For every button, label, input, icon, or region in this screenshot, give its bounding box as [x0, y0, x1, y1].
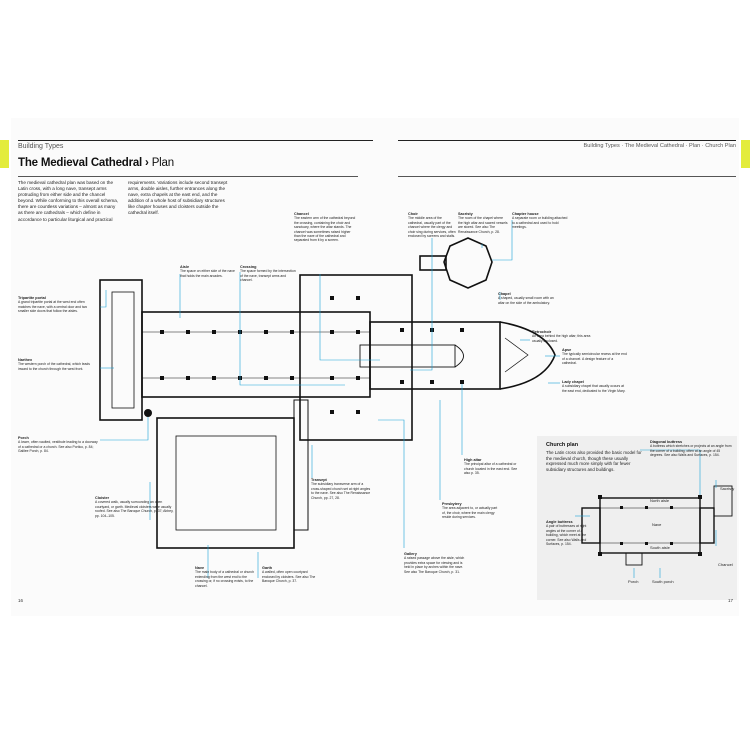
- annotation-text: A buttress which stretches or projects a…: [650, 444, 732, 458]
- annotation-text: A pair of buttresses at right angles at …: [546, 524, 587, 547]
- annotation-title: Tripartite portal: [18, 296, 46, 300]
- annotation-text: The main body of a cathedral or church e…: [195, 570, 254, 588]
- annotation-title: Diagonal buttress: [650, 440, 683, 444]
- annotation-text: A shaped, usually small room with an alt…: [498, 296, 554, 305]
- annotation-text: The eastern arm of the cathedral beyond …: [294, 216, 356, 243]
- annotation-title: Lady chapel: [562, 380, 584, 384]
- annotation-text: A subsidiary chapel that usually occurs …: [562, 384, 626, 393]
- inset-label-porch: Porch: [628, 579, 638, 584]
- annotation-title: Angle buttress: [546, 520, 573, 524]
- inset-label-north-aisle: North aisle: [650, 498, 670, 503]
- annotation-title: Crossing: [240, 265, 257, 269]
- annotation-title: Garth: [262, 566, 273, 570]
- annotation-text: A walled, often open courtyard enclosed …: [262, 570, 316, 584]
- annotation-text: A covered walk, usually surrounding an o…: [95, 500, 174, 518]
- header-rule-left: [18, 140, 373, 141]
- page-title-sub: Plan: [151, 157, 174, 169]
- annotation-title: High altar: [464, 458, 482, 462]
- annotation-text: A raised passage above the aisle, which …: [404, 556, 465, 574]
- annotation-title: Gallery: [404, 552, 417, 556]
- inset-label-chancel: Chancel: [718, 562, 733, 567]
- annotation-text: The western porch of the cathedral, whic…: [18, 362, 90, 371]
- annotation-text: The principal altar of a cathedral or ch…: [464, 462, 518, 476]
- annotation-text: A lower, often vaulted, vestibule leadin…: [18, 440, 98, 454]
- running-head-left: Building Types: [18, 143, 64, 150]
- title-rule-left: [18, 176, 358, 177]
- annotation-text: The room of the chapel where the high al…: [458, 216, 508, 234]
- annotation-title: Transept: [311, 478, 327, 482]
- inset-title: Church plan: [546, 442, 579, 448]
- church-plan-inset-drawing: North aisle Nave South aisle Chancel Sac…: [537, 436, 737, 600]
- annotation-text: The middle area of the cathedral, usuall…: [408, 216, 456, 239]
- annotation-title: Narthex: [18, 358, 33, 362]
- folio-right: 17: [728, 598, 734, 603]
- annotation-text: The space formed by the intersection of …: [240, 269, 296, 283]
- page-title: The Medieval Cathedral › Plan: [18, 157, 174, 169]
- annotation-title: Aisle: [180, 265, 190, 269]
- inset-label-nave: Nave: [652, 522, 662, 527]
- inset-label-south-aisle: South aisle: [650, 545, 671, 550]
- accent-tab-left: [0, 140, 9, 168]
- annotation-title: Chancel: [294, 212, 309, 216]
- page-title-separator: ›: [142, 157, 152, 169]
- plan-piers: [144, 296, 464, 417]
- annotation-title: Chapel: [498, 292, 511, 296]
- annotation-title: Retrochoir: [532, 330, 552, 334]
- annotation-text: The space on either side of the nave tha…: [180, 269, 235, 278]
- intro-column-2: requirements. Variations include second …: [128, 180, 228, 216]
- inset-label-sacristy: Sacristy: [720, 486, 734, 491]
- annotation-title: Apse: [562, 348, 572, 352]
- annotation-text: The subsidiary transverse arm of a cross…: [311, 482, 371, 500]
- annotation-title: Cloister: [95, 496, 110, 500]
- annotation-text: The typically semicircular recess at the…: [562, 352, 627, 366]
- intro-column-1: The medieval cathedral plan was based on…: [18, 180, 119, 222]
- annotation-text: A grand tripartite portal at the west en…: [18, 300, 88, 314]
- running-head-right: Building Types · The Medieval Cathedral …: [583, 143, 736, 149]
- plan-walls: [99, 237, 556, 549]
- annotation-title: Porch: [18, 436, 29, 440]
- inset-label-south-porch: South porch: [652, 579, 674, 584]
- folio-left: 16: [18, 598, 24, 603]
- title-rule-right: [398, 176, 736, 177]
- annotation-title: Nave: [195, 566, 205, 570]
- inset-description: The Latin cross also provided the basic …: [546, 450, 642, 472]
- accent-tab-right: [741, 140, 750, 168]
- annotation-title: Chapter house: [512, 212, 539, 216]
- annotation-title: Sacristy: [458, 212, 473, 216]
- page-title-main: The Medieval Cathedral: [18, 157, 143, 169]
- annotation-text: A separate room or building attached to …: [512, 216, 568, 230]
- annotation-title: Presbytery: [442, 502, 462, 506]
- header-rule-right: [398, 140, 736, 141]
- annotation-text: The area adjacent to, or actually part o…: [442, 506, 498, 520]
- annotation-text: An area behind the high altar; this area…: [532, 334, 591, 343]
- callout-lines: [100, 220, 560, 578]
- annotation-title: Choir: [408, 212, 418, 216]
